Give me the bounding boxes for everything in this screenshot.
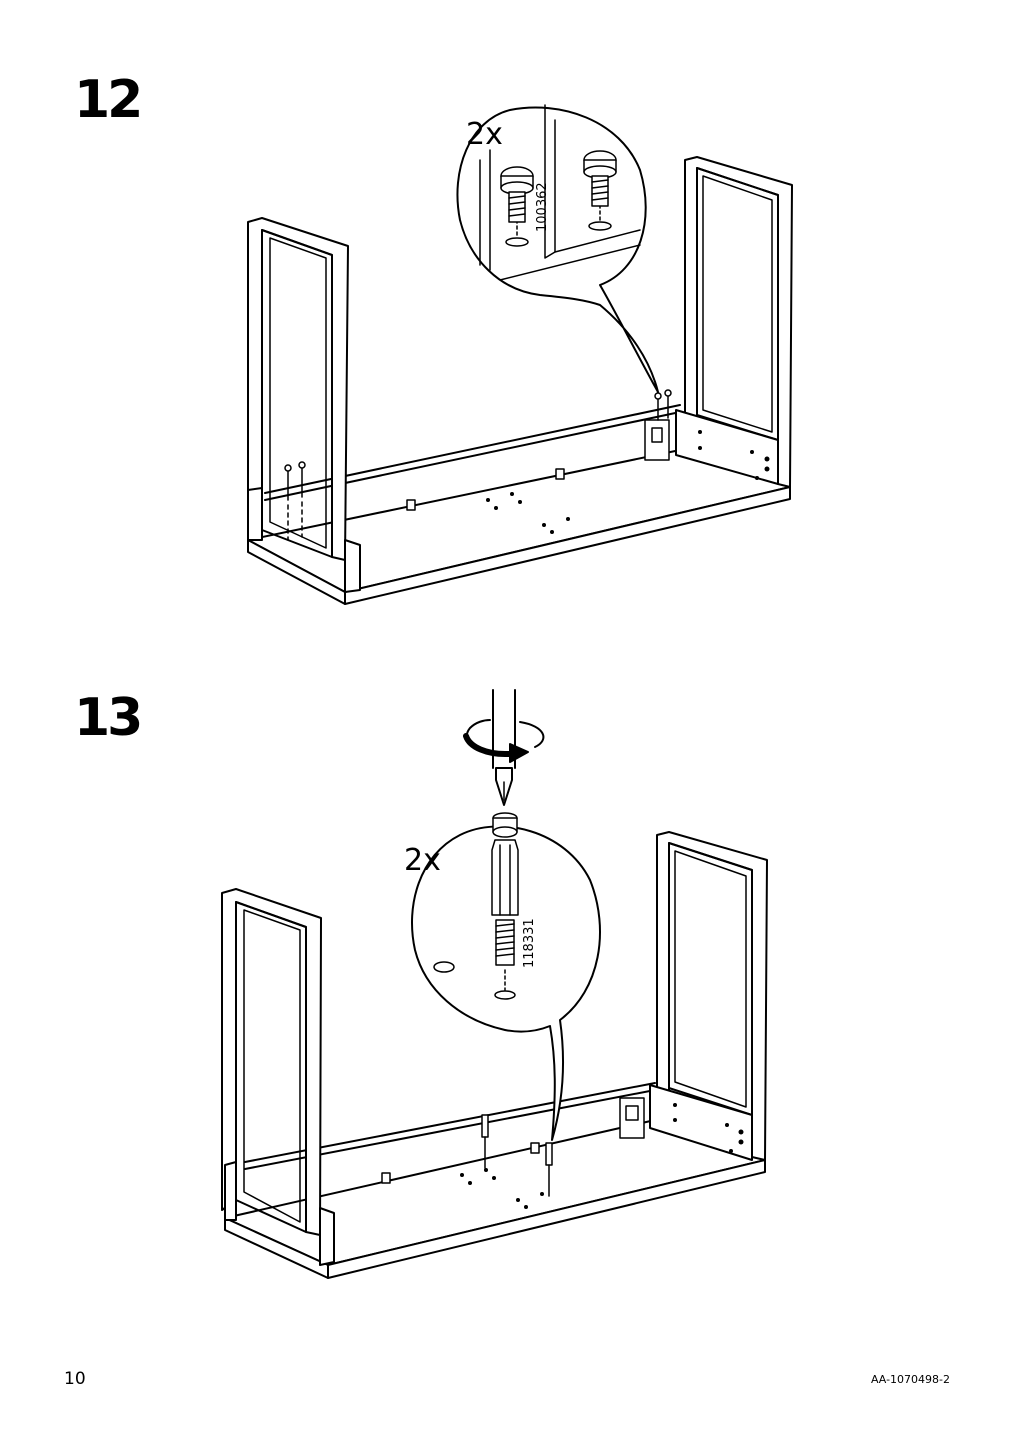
step-12-screw-left <box>500 166 534 223</box>
step-13-base-panel <box>224 1119 766 1279</box>
step-12-screw-right <box>583 150 617 207</box>
step-13-callout-bubble <box>411 825 601 1141</box>
step-12-callout-detail <box>479 104 641 281</box>
step-13-brackets <box>381 1142 540 1184</box>
step-12-base-panel <box>247 449 791 605</box>
page-number: 10 <box>64 1369 86 1389</box>
step-12-left-screws <box>284 461 306 541</box>
rotation-arrow-icon <box>463 719 545 763</box>
step-13-dowel-detail <box>491 812 519 966</box>
step-12-brackets <box>406 468 565 511</box>
step-13-quantity: 2x <box>404 843 441 878</box>
step-13-right-frame-holes <box>673 1103 744 1153</box>
step-13-number: 13 <box>74 688 143 748</box>
document-code: AA-1070498-2 <box>870 1373 950 1386</box>
step-13-callout-detail <box>433 961 516 1000</box>
step-12-right-frame <box>675 156 793 488</box>
step-13-illustration <box>221 689 768 1279</box>
step-12-illustration <box>247 104 793 605</box>
step-12-number: 12 <box>74 70 143 130</box>
step-12-left-frame <box>247 217 361 593</box>
step-12-quantity: 2x <box>466 117 503 152</box>
step-12-part-number: 100362 <box>535 182 550 232</box>
step-13-left-frame <box>221 888 335 1266</box>
step-13-base-holes <box>460 1168 544 1209</box>
step-13-right-frame <box>649 831 768 1161</box>
step-12-right-bracket <box>644 389 672 461</box>
step-13-right-bracket <box>619 1097 645 1139</box>
step-12-right-frame-holes <box>698 430 770 480</box>
step-13-part-number: 118331 <box>522 918 537 968</box>
step-12-base-holes <box>486 492 570 534</box>
step-13-dowels <box>481 1114 553 1197</box>
